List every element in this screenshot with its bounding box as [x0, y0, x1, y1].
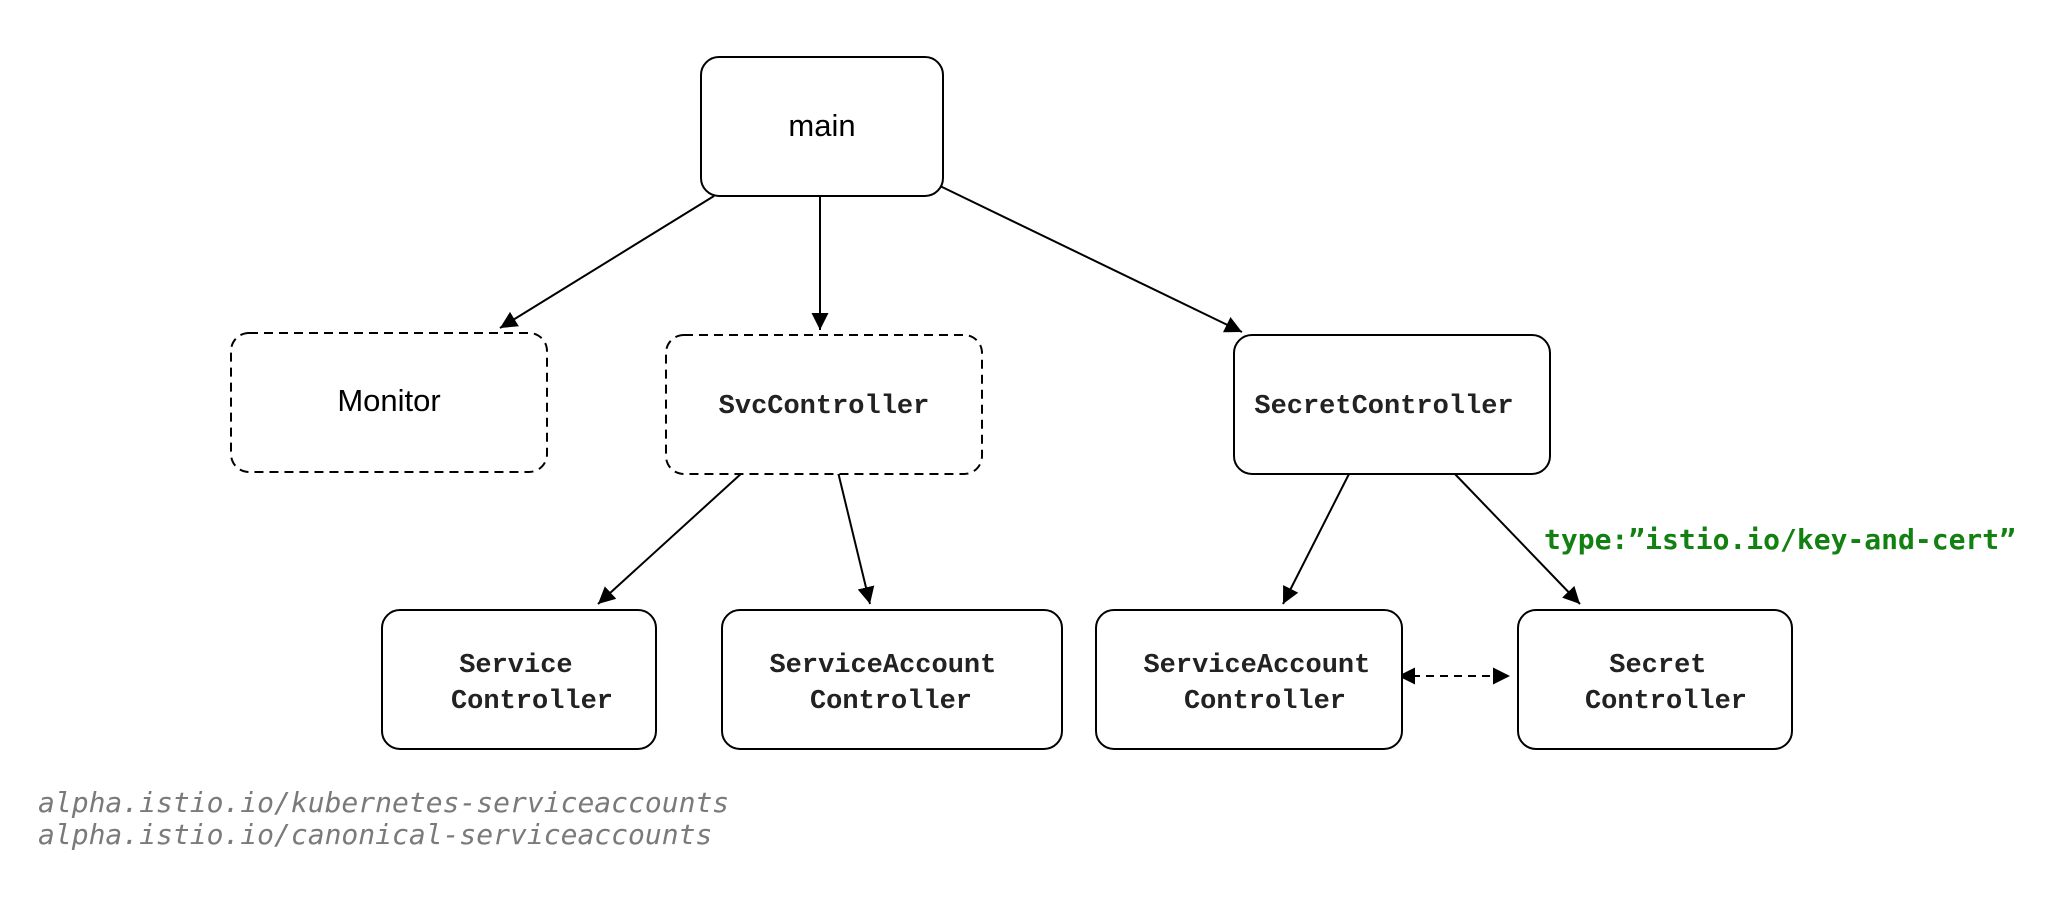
node-serviceaccount-controller-right-box [1095, 609, 1403, 750]
node-service-controller-line2: Controller [451, 687, 613, 717]
node-serviceaccount-controller-right: ServiceAccount Controller [1095, 609, 1403, 750]
node-serviceaccount-controller-right-label: ServiceAccount Controller [1143, 651, 1386, 717]
node-serviceaccount-controller-right-line2: Controller [1184, 687, 1346, 717]
node-monitor-box [230, 332, 548, 473]
node-service-controller-line1: Service [459, 651, 572, 681]
node-monitor-label: Monitor [337, 383, 440, 418]
node-service-controller: Service Controller [381, 609, 657, 750]
node-svccontroller-label: SvcController [719, 392, 930, 422]
edge-svccontroller-to-service-controller [597, 471, 744, 605]
node-serviceaccount-controller-right-line1: ServiceAccount [1143, 651, 1370, 681]
edge-secretcontroller-to-secret-controller [1452, 471, 1581, 605]
node-main: main [700, 56, 944, 197]
node-secret-controller-leaf: Secret Controller [1517, 609, 1793, 750]
node-serviceaccount-controller-left-line1: ServiceAccount [769, 651, 996, 681]
node-service-controller-box [381, 609, 657, 750]
node-secretcontroller: SecretController [1233, 334, 1551, 475]
node-secretcontroller-box [1233, 334, 1551, 475]
edge-secretcontroller-to-serviceaccount-controller [1282, 471, 1351, 605]
footnote-canonical-serviceaccounts: alpha.istio.io/canonical-serviceaccounts [38, 818, 713, 851]
node-secret-controller-leaf-line2: Controller [1585, 687, 1747, 717]
edge-main-to-monitor [499, 195, 715, 329]
node-monitor: Monitor [230, 332, 548, 473]
node-secret-controller-leaf-label: Secret Controller [1585, 651, 1747, 717]
node-serviceaccount-controller-left: ServiceAccount Controller [721, 609, 1063, 750]
node-serviceaccount-controller-left-label: ServiceAccount Controller [769, 651, 1012, 717]
node-svccontroller: SvcController [665, 334, 983, 475]
node-secretcontroller-label: SecretController [1254, 392, 1513, 422]
footnote-kubernetes-serviceaccounts: alpha.istio.io/kubernetes-serviceaccount… [38, 786, 730, 819]
node-main-label: main [788, 108, 855, 143]
node-main-box [700, 56, 944, 197]
node-serviceaccount-controller-left-box [721, 609, 1063, 750]
node-secret-controller-leaf-line1: Secret [1609, 651, 1706, 681]
node-svccontroller-box [665, 334, 983, 475]
edge-label-secret-type: type:”istio.io/key-and-cert” [1544, 523, 2016, 556]
node-service-controller-label: Service Controller [451, 651, 613, 717]
node-secret-controller-leaf-box [1517, 609, 1793, 750]
node-serviceaccount-controller-left-line2: Controller [810, 687, 972, 717]
edge-svccontroller-to-serviceaccount-controller [837, 471, 875, 605]
edge-main-to-secretcontroller [939, 185, 1243, 333]
